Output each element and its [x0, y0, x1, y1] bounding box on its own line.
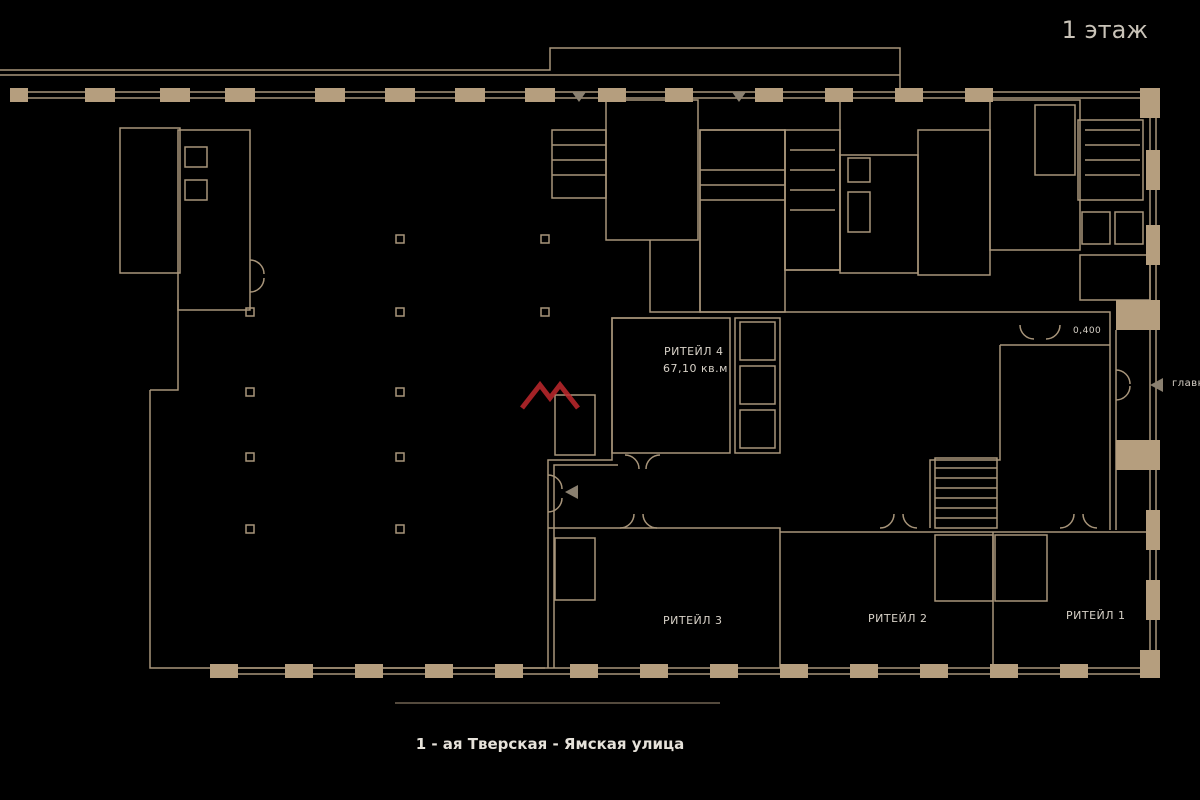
exterior-wall-piers: [10, 88, 1160, 678]
columns: [245, 234, 550, 534]
stairs-central: [934, 457, 998, 529]
watermark-logo: [520, 380, 580, 410]
level-mark: 0,400: [1073, 326, 1102, 336]
interior-lines: [0, 47, 1157, 675]
room-name-retail-2: РИТЕЙЛ 2: [868, 612, 928, 625]
floor-label: 1 этаж: [1061, 16, 1148, 44]
room-name-retail-3: РИТЕЙЛ 3: [663, 614, 723, 627]
room-name-retail-4: РИТЕЙЛ 4: [664, 345, 724, 358]
room-area-retail-4: 67,10 кв.м: [663, 362, 728, 375]
room-name-retail-1: РИТЕЙЛ 1: [1066, 609, 1126, 622]
entrance-arrows: [565, 92, 1163, 499]
entrance-label: главны: [1172, 378, 1200, 389]
street-label: 1 - ая Тверская - Ямская улица: [415, 735, 685, 753]
